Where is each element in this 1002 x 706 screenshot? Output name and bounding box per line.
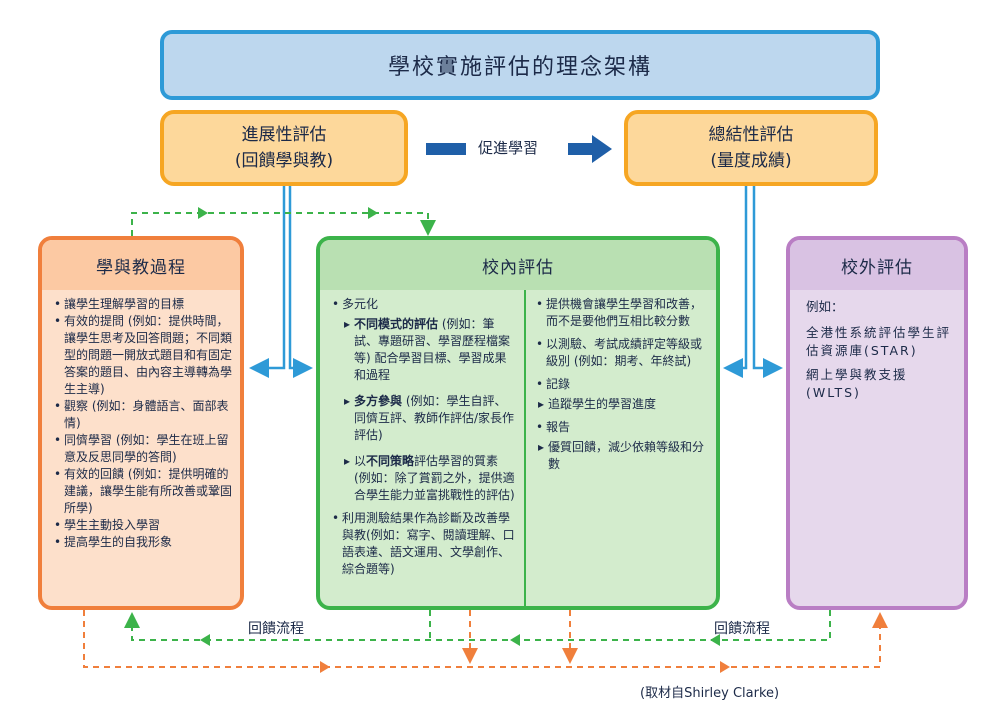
triangle-bullet-icon: ▸ [344, 317, 351, 331]
top-feedback-loop [131, 212, 436, 236]
diagnose-item: 利用測驗結果作為診斷及改善學與教(例如：寫字、閱讀理解、口語表達、語文運用、文學… [332, 510, 518, 578]
grading-item: 以測驗、考試成績評定等級或級別 (例如：期考、年終試) [536, 336, 708, 370]
learning-teaching-panel: 學與教過程 讓學生理解學習的目標 有效的提問 (例如：提供時間，讓學生思考及回答… [38, 236, 244, 610]
list-item: 同儕學習 (例如：學生在班上留意及反思同學的答問) [54, 432, 232, 466]
summative-title: 總結性評估 [708, 125, 794, 145]
record-subitem: ▸ 追蹤學生的學習進度 [538, 397, 657, 411]
formative-title: 進展性評估 [241, 125, 327, 145]
triangle-bullet-icon: ▸ [344, 454, 351, 468]
triangle-bullet-icon: ▸ [538, 397, 545, 411]
external-assessment-heading: 校外評估 [790, 240, 964, 290]
triangle-bullet-icon: ▸ [344, 394, 351, 408]
feedback-flow-label-left: 回饋流程 [248, 621, 304, 637]
external-assessment-panel: 校外評估 例如： 全港性系統評估學生評估資源庫(STAR) 網上學與教支援(WL… [786, 236, 968, 610]
framework-title: 學校實施評估的理念架構 [160, 30, 880, 100]
bottom-feedback-loop [124, 610, 831, 641]
list-item: 提高學生的自我形象 [54, 534, 232, 551]
outer-orange-loop [83, 610, 888, 668]
internal-right-column: 提供機會讓學生學習和改善，而不是要他們互相比較分數 以測驗、考試成績評定等級或級… [526, 290, 716, 606]
internal-assessment-heading: 校內評估 [320, 240, 716, 290]
formative-assessment-box: 進展性評估 (回饋學與教) [160, 110, 408, 186]
promote-learning-label: 促進學習 [478, 139, 539, 157]
strategies-subitem: ▸ 以不同策略評估學習的質素 (例如：除了賞罰之外，提供適合學生能力並富挑戰性的… [344, 454, 515, 502]
learning-teaching-list: 讓學生理解學習的目標 有效的提問 (例如：提供時間，讓學生思考及回答問題；不同類… [54, 296, 232, 551]
opportunity-item: 提供機會讓學生學習和改善，而不是要他們互相比較分數 [536, 296, 708, 330]
triangle-bullet-icon: ▸ [538, 440, 545, 454]
list-item: 讓學生理解學習的目標 [54, 296, 232, 313]
list-item: 觀察 (例如：身體語言、面部表情) [54, 398, 232, 432]
star-item: 全港性系統評估學生評估資源庫(STAR) [806, 325, 952, 358]
source-credit: (取材自Shirley Clarke) [640, 686, 780, 701]
list-item: 有效的回饋 (例如：提供明確的建議，讓學生能有所改善或鞏固所學) [54, 466, 232, 517]
list-item: 有效的提問 (例如：提供時間，讓學生思考及回答問題；不同類型的問題一開放式題目和… [54, 313, 232, 398]
diversified-item: 多元化 [332, 296, 518, 313]
promote-arrow-head [568, 135, 612, 163]
internal-assessment-panel: 校內評估 多元化 ▸ 不同模式的評估 (例如：筆試、專題研習、學習歷程檔案等) … [316, 236, 720, 610]
list-item: 學生主動投入學習 [54, 517, 232, 534]
modes-subitem: ▸ 不同模式的評估 (例如：筆試、專題研習、學習歷程檔案等) 配合學習目標、學習… [344, 317, 511, 382]
summative-subtitle: (量度成績) [710, 151, 792, 171]
formative-connectors [249, 186, 783, 378]
record-item: 記錄 [536, 376, 708, 393]
internal-left-column: 多元化 ▸ 不同模式的評估 (例如：筆試、專題研習、學習歷程檔案等) 配合學習目… [320, 290, 526, 606]
wlts-item: 網上學與教支援(WLTS) [806, 367, 908, 400]
external-example-label: 例如： [806, 299, 844, 314]
formative-subtitle: (回饋學與教) [234, 151, 334, 171]
summative-assessment-box: 總結性評估 (量度成績) [624, 110, 878, 186]
participation-subitem: ▸ 多方參與 (例如：學生自評、同儕互評、教師作評估/家長作評估) [344, 394, 515, 442]
promote-arrow-tail [426, 143, 466, 155]
learning-teaching-heading: 學與教過程 [42, 240, 240, 290]
feedback-flow-label-right: 回饋流程 [714, 621, 770, 637]
report-subitem: ▸ 優質回饋，減少依賴等級和分數 [538, 440, 705, 471]
report-item: 報告 [536, 419, 708, 436]
